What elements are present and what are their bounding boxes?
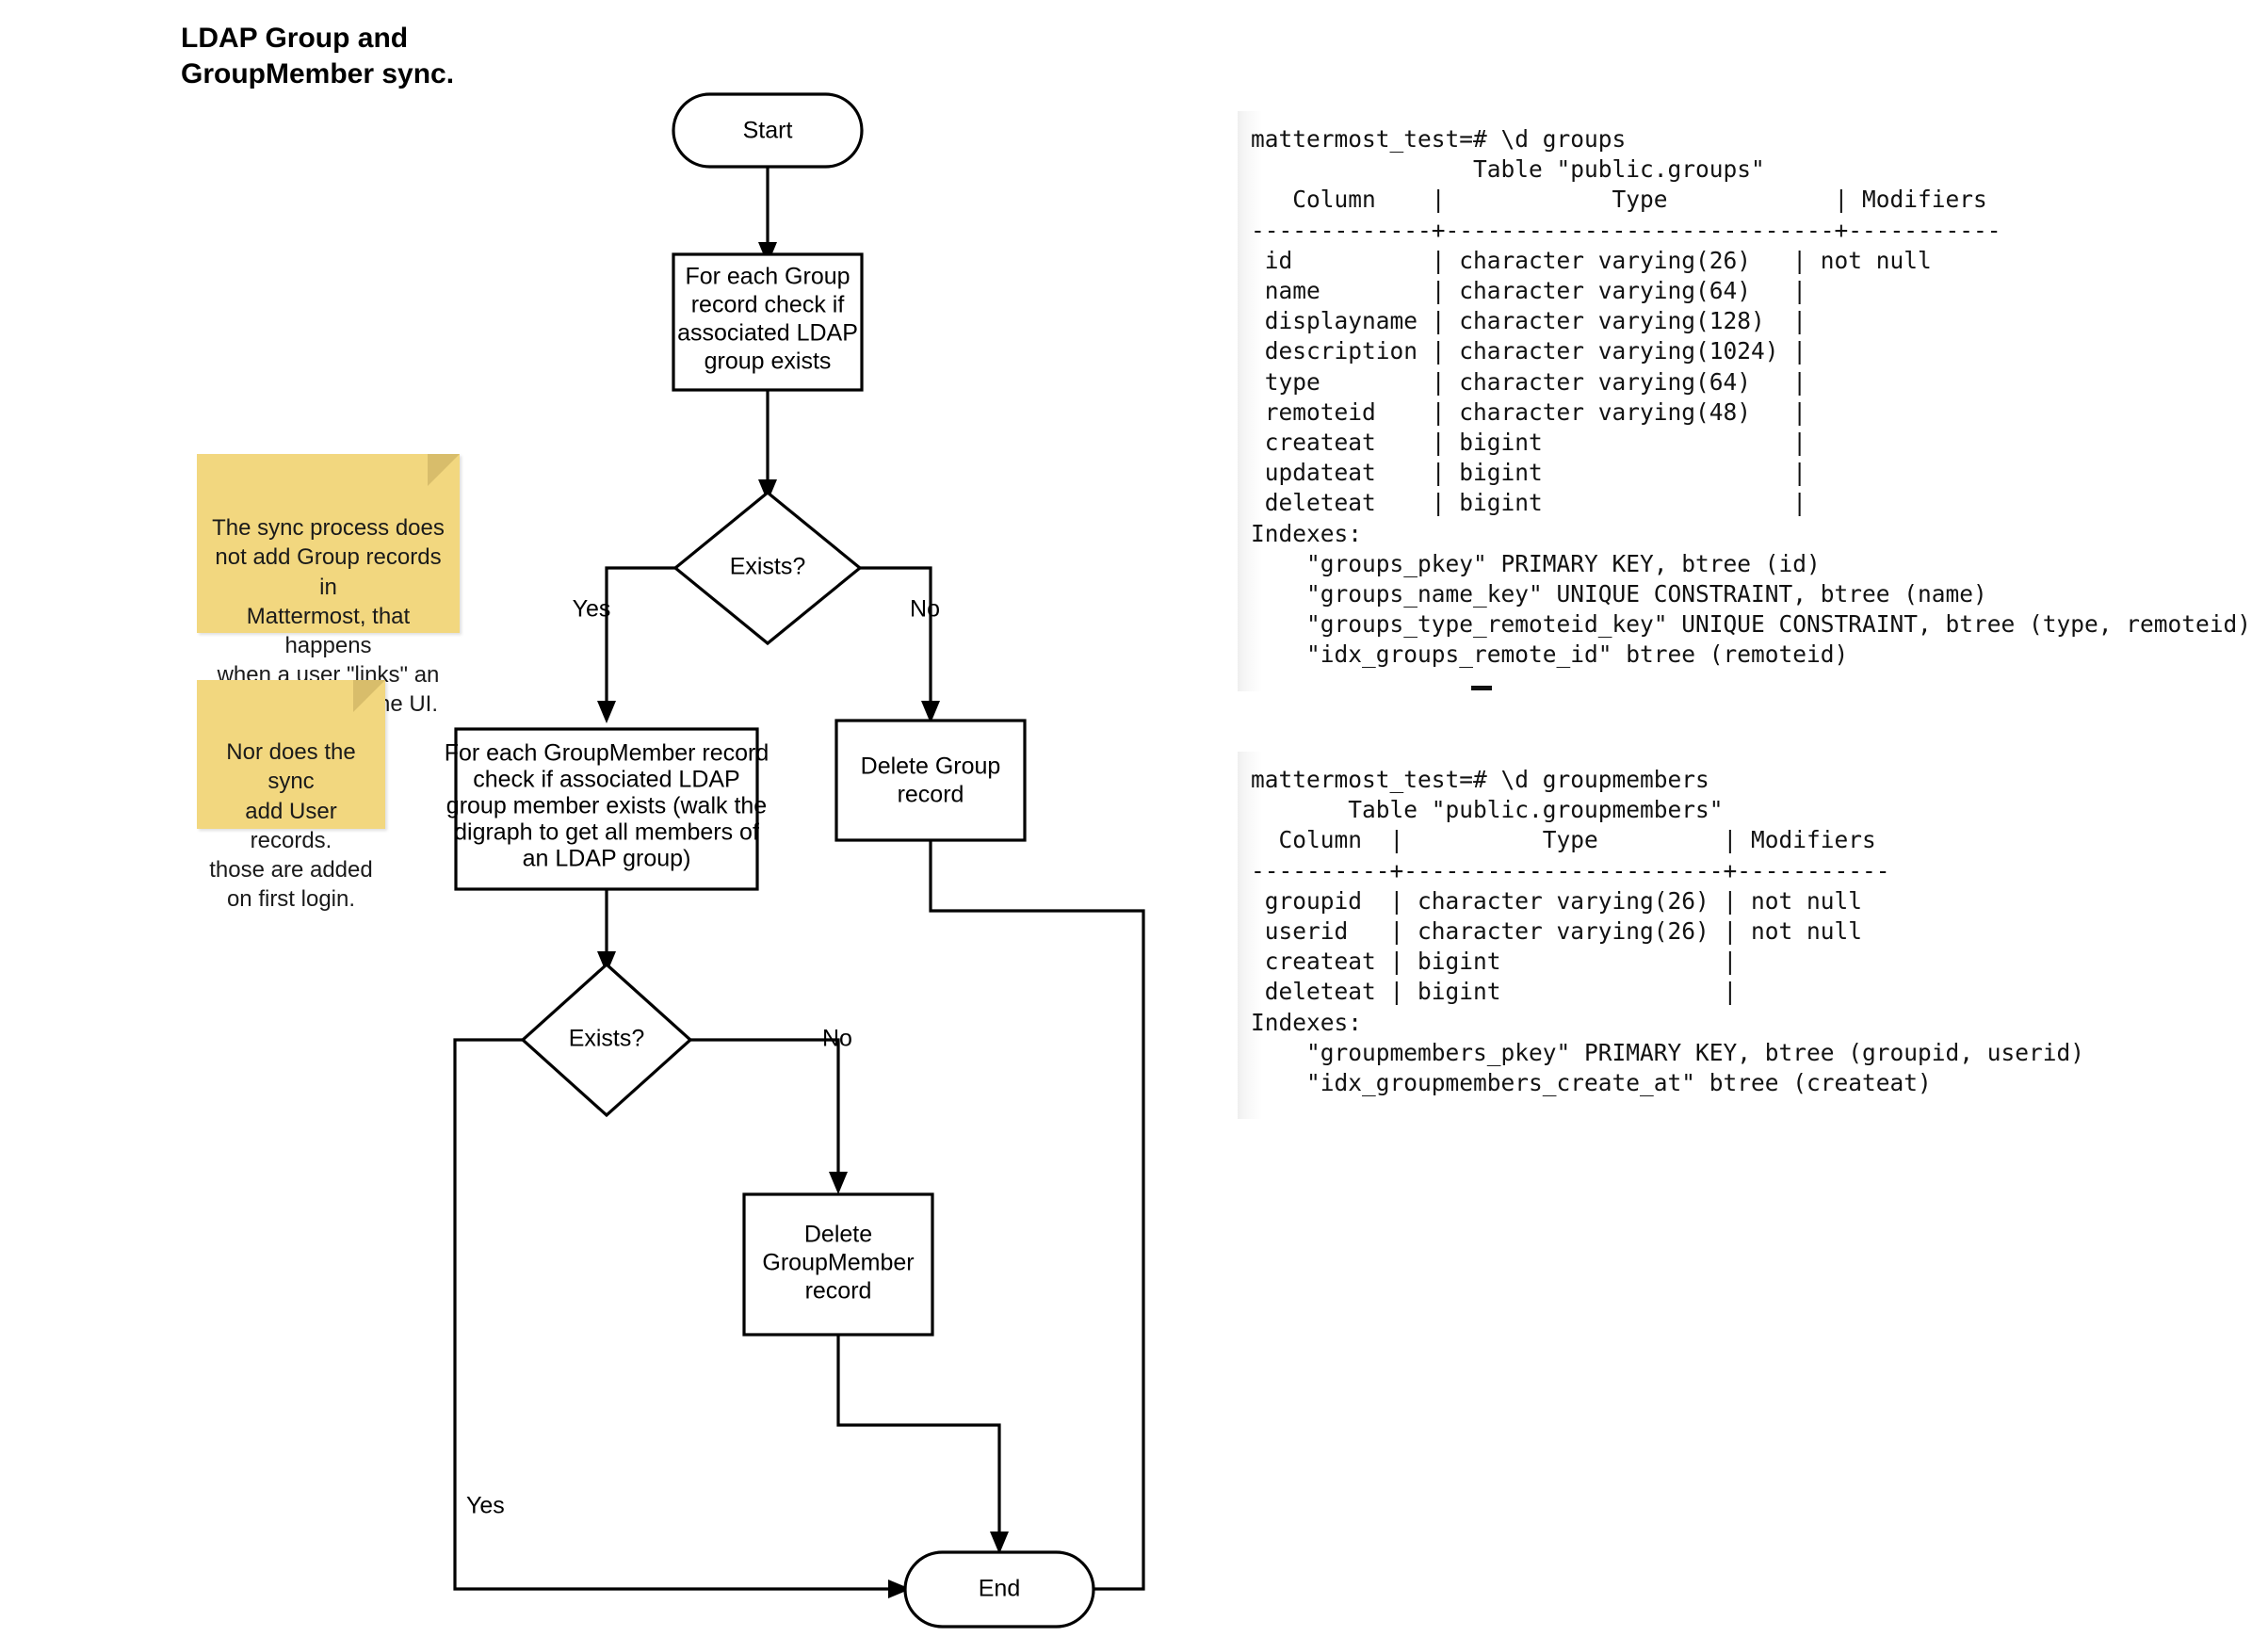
node-delete-member-line1: Delete [804, 1222, 872, 1248]
node-check-group[interactable] [672, 252, 864, 392]
node-check-group-line2: record check if [691, 292, 845, 318]
node-check-member-line2: check if associated LDAP [473, 767, 739, 793]
node-delete-member-line2: GroupMember [762, 1250, 914, 1276]
node-exists-group-label: Exists? [730, 554, 806, 580]
node-start[interactable] [672, 92, 864, 169]
sticky-note-user-sync: Nor does the sync add User records. thos… [197, 680, 385, 912]
node-check-group-line3: associated LDAP [677, 320, 858, 347]
arrowhead-delete-member-to-end [990, 1532, 1009, 1554]
terminal-output-groups: mattermost_test=# \d groups Table "publi… [1238, 111, 2251, 691]
sticky-note-user-sync-text: Nor does the sync add User records. thos… [209, 739, 373, 913]
note-fold-corner-icon [353, 680, 385, 712]
arrowhead-member-exists-yes [888, 1580, 911, 1598]
edge-exists-no [860, 566, 932, 708]
flowchart-canvas: Start For each Group record check if ass… [445, 92, 1145, 1629]
terminal-output-groupmembers: mattermost_test=# \d groupmembers Table … [1238, 752, 2084, 1120]
arrowhead-member-exists-no [829, 1172, 848, 1194]
edge-label-member-yes: Yes [466, 1493, 505, 1519]
node-check-member-line5: an LDAP group) [523, 846, 691, 872]
node-delete-group[interactable] [834, 719, 1027, 842]
sticky-note-group-sync: The sync process does not add Group reco… [197, 454, 460, 717]
node-exists-member-label: Exists? [569, 1026, 645, 1052]
node-start-label: Start [743, 118, 793, 144]
edge-label-group-no: No [910, 596, 940, 623]
edge-member-exists-yes [453, 1038, 896, 1591]
node-exists-group[interactable] [672, 490, 863, 646]
node-check-group-line4: group exists [705, 348, 832, 375]
edge-delete-member-to-end [836, 1335, 1001, 1539]
terminal-cursor-icon [1471, 686, 1492, 690]
node-check-group-line1: For each Group [685, 264, 850, 290]
edge-member-exists-no [690, 1038, 840, 1179]
node-delete-group-line1: Delete Group [861, 754, 1001, 780]
arrowhead-exists-yes [597, 701, 616, 723]
edge-label-member-no: No [822, 1026, 852, 1052]
node-delete-member-line3: record [805, 1278, 872, 1305]
arrowhead-exists-no [921, 701, 940, 723]
edge-exists-yes [605, 566, 675, 708]
node-end[interactable] [903, 1550, 1095, 1629]
edge-label-group-yes: Yes [573, 596, 611, 623]
node-check-member-line4: digraph to get all members of [454, 819, 759, 846]
node-end-label: End [979, 1576, 1020, 1602]
node-check-member-line1: For each GroupMember record [445, 740, 770, 767]
note-fold-corner-icon [428, 454, 460, 486]
node-exists-member[interactable] [520, 962, 693, 1118]
node-delete-group-line2: record [898, 782, 964, 808]
node-check-member-line3: group member exists (walk the [446, 793, 767, 819]
node-check-member[interactable] [454, 727, 759, 891]
edge-delete-group-to-end [929, 840, 1145, 1591]
node-delete-member[interactable] [742, 1192, 934, 1337]
page-title: LDAP Group and GroupMember sync. [181, 23, 455, 90]
